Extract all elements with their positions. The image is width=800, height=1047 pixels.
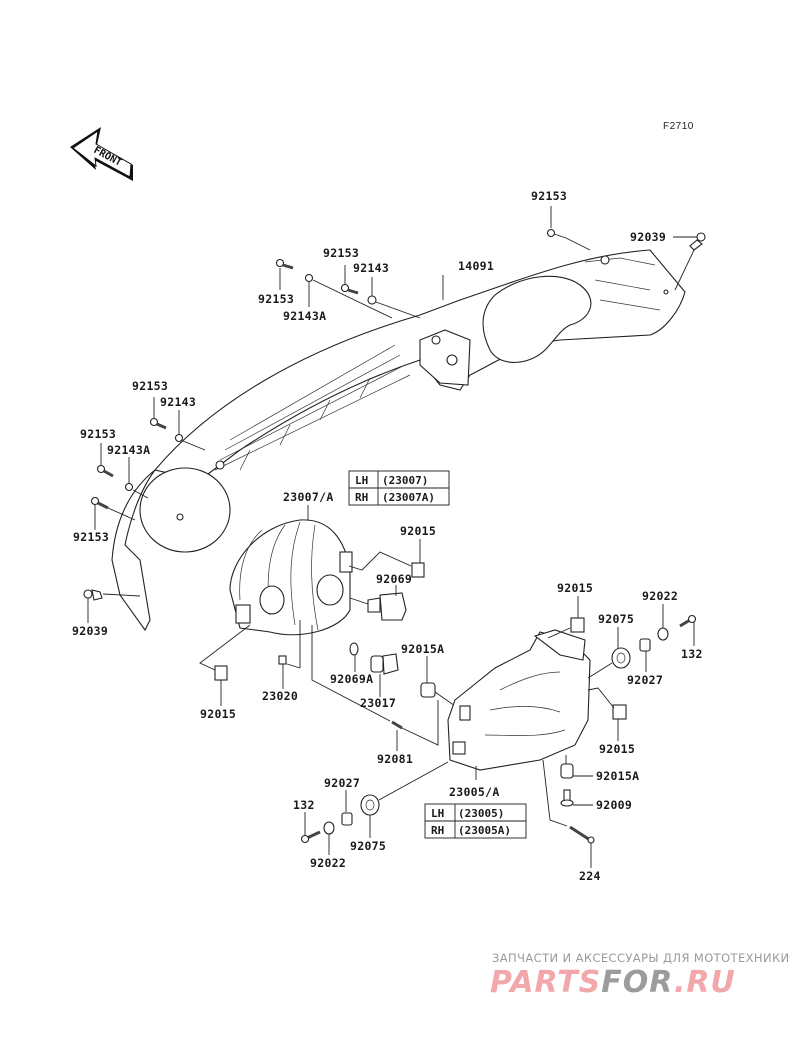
callout-92075: 92075 — [350, 839, 386, 853]
callout-92143: 92143 — [160, 395, 196, 409]
callout-23005A: 23005/A — [449, 785, 500, 799]
clip-92015-upper — [348, 551, 425, 578]
table-side-lh: LH — [431, 807, 444, 820]
collar-92143-a — [367, 295, 421, 319]
callout-92153: 92153 — [80, 427, 116, 441]
callout-92069A: 92069A — [330, 672, 373, 686]
callout-132: 132 — [293, 798, 315, 812]
variant-table-23005: LH (23005) RH (23005A) — [424, 803, 527, 839]
leader-lines — [87, 206, 695, 868]
washer-92022-left — [323, 821, 335, 835]
table-side-rh: RH — [355, 491, 368, 504]
callout-92027: 92027 — [324, 776, 360, 790]
watermark-tagline: ЗАПЧАСТИ И АКСЕССУАРЫ ДЛЯ МОТОТЕХНИКИ — [492, 951, 790, 965]
bolt-132-left — [300, 830, 321, 844]
callout-92022: 92022 — [642, 589, 678, 603]
callout-92015: 92015 — [200, 707, 236, 721]
bolt-224 — [542, 759, 595, 844]
bolt-132-right — [679, 614, 697, 628]
bulb-92069A — [349, 642, 359, 656]
callout-92143: 92143 — [353, 261, 389, 275]
meter-cover-14091 — [111, 249, 686, 632]
callout-92022: 92022 — [310, 856, 346, 870]
washer-92022-right — [657, 627, 669, 641]
collar-92015A-b — [560, 755, 593, 779]
callout-92081: 92081 — [377, 752, 413, 766]
callout-92153: 92153 — [531, 189, 567, 203]
variant-table-23007: LH (23007) RH (23007A) — [348, 470, 450, 506]
screw-92153-top-right — [546, 228, 591, 251]
callout-92015: 92015 — [557, 581, 593, 595]
callout-92069: 92069 — [376, 572, 412, 586]
clip-92015-right-upper — [547, 617, 585, 639]
logo-parts: PARTS — [490, 965, 602, 1000]
callout-92143A: 92143A — [283, 309, 326, 323]
callout-92015A: 92015A — [401, 642, 444, 656]
screw-92153-b — [275, 258, 294, 270]
callout-92153: 92153 — [258, 292, 294, 306]
callout-labels: 92153 92039 92153 92143 14091 92153 9214… — [72, 189, 703, 883]
bolt-92009 — [560, 789, 593, 807]
clip-92015-left — [199, 624, 251, 681]
collar-92027-left — [341, 812, 353, 826]
screw-92153-c — [149, 417, 167, 430]
callout-132: 132 — [681, 647, 703, 661]
collar-92015A-a — [420, 682, 459, 709]
clip-92039-top-right — [673, 232, 706, 291]
table-part-rh: (23007A) — [382, 491, 435, 504]
callout-92153: 92153 — [323, 246, 359, 260]
headlight-23007 — [229, 519, 353, 636]
logo-ru: .RU — [673, 965, 736, 1000]
callout-92143A: 92143A — [107, 443, 150, 457]
grommet-92075-left — [360, 761, 449, 816]
callout-23007A: 23007/A — [283, 490, 334, 504]
watermark-logo: PARTSFOR.RU — [490, 965, 736, 1000]
socket-23017 — [370, 653, 399, 675]
callout-14091: 14091 — [458, 259, 494, 273]
nut-23020 — [278, 620, 301, 669]
bulb-92069 — [349, 592, 407, 621]
callout-23017: 23017 — [360, 696, 396, 710]
callout-92153: 92153 — [132, 379, 168, 393]
headlight-body-23005 — [447, 629, 591, 771]
collar-92143-b — [174, 433, 206, 451]
callout-92009: 92009 — [596, 798, 632, 812]
table-part-rh: (23005A) — [458, 824, 511, 837]
spring-92081 — [311, 625, 439, 746]
washer-92143A-a — [304, 273, 393, 319]
front-arrow-icon: FRONT — [70, 127, 133, 181]
screw-92153-a — [340, 283, 359, 295]
callout-92039: 92039 — [72, 624, 108, 638]
diagram-code: F2710 — [663, 121, 694, 132]
table-part-lh: (23007) — [382, 474, 428, 487]
callout-92015A: 92015A — [596, 769, 639, 783]
washer-92143A-b — [124, 482, 149, 499]
callout-92027: 92027 — [627, 673, 663, 687]
screw-92153-d — [96, 464, 114, 478]
callout-23020: 23020 — [262, 689, 298, 703]
logo-for: FOR — [601, 965, 674, 1000]
grommet-92075-right — [587, 647, 631, 679]
callout-92075: 92075 — [598, 612, 634, 626]
callout-92015: 92015 — [599, 742, 635, 756]
clip-92015-right-lower — [587, 687, 627, 720]
callout-92015: 92015 — [400, 524, 436, 538]
table-part-lh: (23005) — [458, 807, 504, 820]
callout-92039: 92039 — [630, 230, 666, 244]
table-side-rh: RH — [431, 824, 444, 837]
callout-92153: 92153 — [73, 530, 109, 544]
callout-224: 224 — [579, 869, 601, 883]
screw-92153-e — [90, 496, 136, 521]
table-side-lh: LH — [355, 474, 368, 487]
collar-92027-right — [639, 638, 651, 652]
